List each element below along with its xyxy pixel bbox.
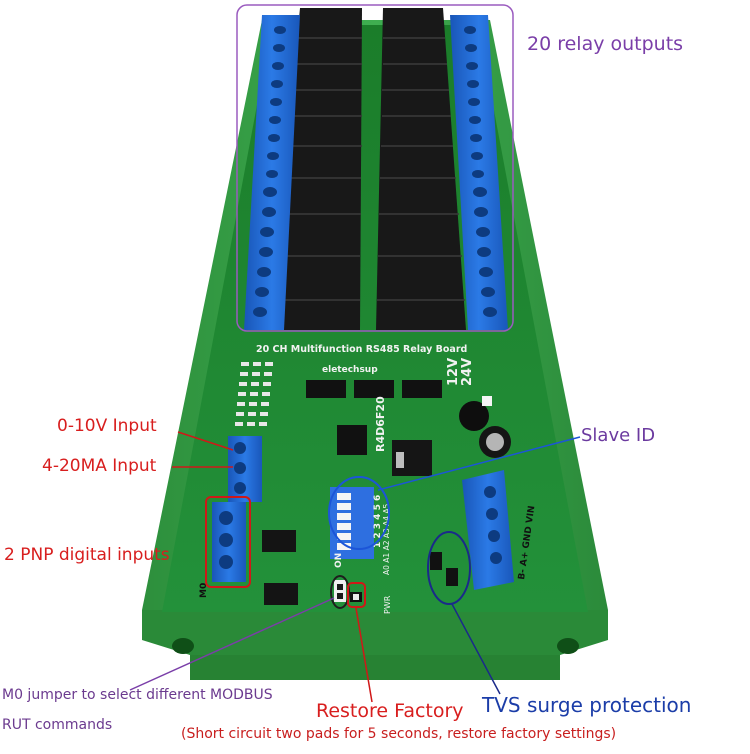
dip-switch[interactable] [330,487,374,559]
digital-input-terminal [212,502,246,582]
relay-outputs-box [236,4,514,332]
dip-on-label: ON [334,553,344,568]
terminal-strip-left [244,15,300,330]
slave-id-label: Slave ID [581,425,656,446]
board-title: 20 CH Multifunction RS485 Relay Board [256,344,467,355]
relay-bank-right [376,8,466,330]
analog-current-label: 4-20MA Input [42,456,157,476]
slave-id-pointer [377,436,581,491]
tvs-label: TVS surge protection [482,693,692,717]
board-brand: eletechsup [322,365,378,375]
restore-factory-note: (Short circuit two pads for 5 seconds, r… [181,726,617,742]
analog-v-pointer [177,431,234,451]
tvs-marker [427,531,471,605]
power-section [392,396,511,476]
restore-factory-label: Restore Factory [316,700,464,722]
slave-id-marker [328,476,390,550]
optocouplers [262,530,298,605]
restore-pointer [355,607,373,703]
board-model: R4D6F20 [374,396,387,452]
relay-outputs-label: 20 relay outputs [527,33,684,55]
tvs-diodes [430,552,458,586]
m0-jumper-label-line2: RUT commands [2,717,113,733]
voltage-12v: 12V [446,358,461,386]
pnp-inputs-label: 2 PNP digital inputs [4,545,170,565]
restore-factory-marker [347,582,366,608]
tvs-pointer [451,603,501,695]
pwr-silkscreen: PWR [383,595,392,614]
m0-jumper[interactable] [334,580,346,602]
m0-jumper-label-line1: M0 jumper to select different MODBUS [2,687,273,703]
driver-ics [306,380,442,455]
dip-numbers: 1 2 3 4 5 6 [373,495,383,548]
edge-label-m0: M0 [199,583,209,598]
analog-input-terminal [228,436,262,502]
pnp-inputs-box [205,496,251,588]
led-array [235,362,273,426]
voltage-24v: 24V [460,358,475,386]
m0-pointer [129,597,335,691]
terminal-strip-right [450,15,508,330]
restore-factory-pads[interactable] [350,592,362,602]
dip-address-label: A0 A1 A2 A3 A4 A5 [382,503,391,575]
rs485-power-terminal [462,470,514,590]
analog-voltage-label: 0-10V Input [57,416,157,436]
